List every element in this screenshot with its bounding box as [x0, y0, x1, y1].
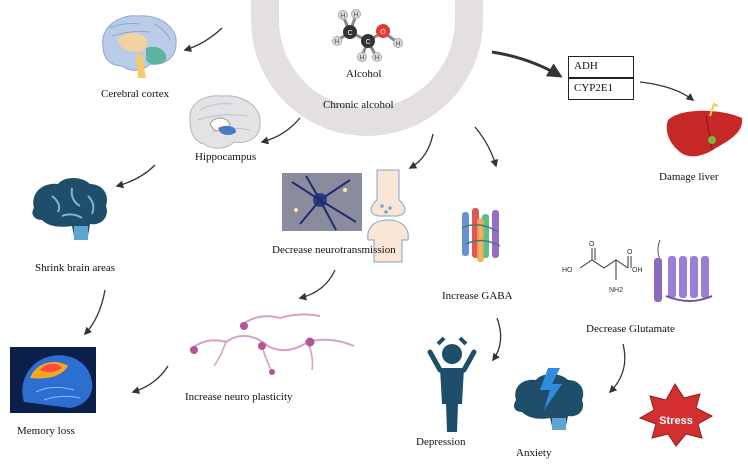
stress-label: Stress — [659, 415, 693, 427]
glutamate-o-right: O — [627, 249, 633, 256]
hydrogen-atom: H — [375, 56, 379, 62]
adh-box: ADH — [568, 56, 634, 78]
ethanol-molecule-icon: C C O H H H H H H — [332, 9, 403, 62]
arrow-to-memory-loss-from-plasticity — [131, 365, 169, 394]
carbon-atom-1: C — [347, 30, 352, 37]
hydrogen-atom: H — [396, 42, 400, 48]
glutamate-receptor-icon — [654, 239, 713, 302]
memory-loss-brain-image — [10, 347, 96, 413]
oxygen-atom: O — [380, 29, 386, 36]
arrow-to-cerebral-cortex — [183, 27, 223, 52]
glutamate-structure-icon: HO OH O O NH2 — [562, 241, 643, 294]
chronic-alcohol-arc — [251, 0, 483, 136]
depression-person-icon — [427, 336, 477, 432]
cerebral-cortex-label: Cerebral cortex — [101, 88, 170, 100]
neuron-image — [282, 173, 362, 231]
increase-neuro-plasticity-label: Increase neuro plasticity — [185, 391, 293, 403]
arrow-to-neuro-plasticity — [298, 269, 336, 301]
arrow-to-shrink-brain — [115, 164, 156, 189]
hydrogen-atom: H — [335, 40, 339, 46]
arrow-to-gaba — [474, 126, 499, 168]
glutamate-ho: HO — [562, 267, 573, 274]
arrow-to-memory-loss — [83, 289, 106, 336]
arrow-to-enzymes — [491, 50, 563, 78]
stress-badge: Stress — [638, 383, 714, 447]
alcohol-label: Alcohol — [346, 68, 382, 80]
hydrogen-atom: H — [341, 14, 345, 20]
decrease-glutamate-label: Decrease Glutamate — [586, 323, 675, 335]
anxiety-label: Anxiety — [516, 447, 552, 459]
glutamate-o-left: O — [589, 241, 595, 248]
hippocampus-brain-icon — [189, 95, 261, 149]
arrow-to-liver — [639, 81, 695, 101]
neuron-network-icon — [189, 313, 355, 375]
increase-gaba-label: Increase GABA — [442, 290, 513, 302]
liver-icon — [666, 102, 743, 157]
damage-liver-label: Damage liver — [659, 171, 719, 183]
anxiety-brain-icon — [514, 368, 584, 430]
hippocampus-label: Hippocampus — [195, 151, 257, 163]
gaba-receptor-icon — [461, 208, 501, 262]
depression-label: Depression — [416, 436, 466, 448]
memory-loss-label: Memory loss — [17, 425, 75, 437]
glutamate-nh2: NH2 — [609, 287, 623, 294]
cyp2e1-box: CYP2E1 — [568, 78, 634, 100]
synapse-icon — [367, 169, 409, 263]
carbon-atom-2: C — [365, 39, 370, 46]
hydrogen-atom: H — [354, 13, 358, 19]
arrow-to-neurotransmission — [408, 133, 434, 169]
arrow-to-anxiety — [608, 343, 626, 394]
cerebral-cortex-brain-icon — [102, 15, 177, 78]
hydrogen-atom: H — [360, 56, 364, 62]
shrink-brain-icon — [32, 178, 108, 240]
glutamate-oh: OH — [632, 267, 643, 274]
decrease-neurotransmission-label: Decrease neurotransmission — [272, 244, 396, 256]
arrow-to-depression — [492, 317, 502, 362]
shrink-brain-label: Shrink brain areas — [35, 262, 116, 274]
arrow-to-hippocampus — [260, 117, 301, 145]
chronic-alcohol-label: Chronic alcohol — [323, 99, 394, 111]
